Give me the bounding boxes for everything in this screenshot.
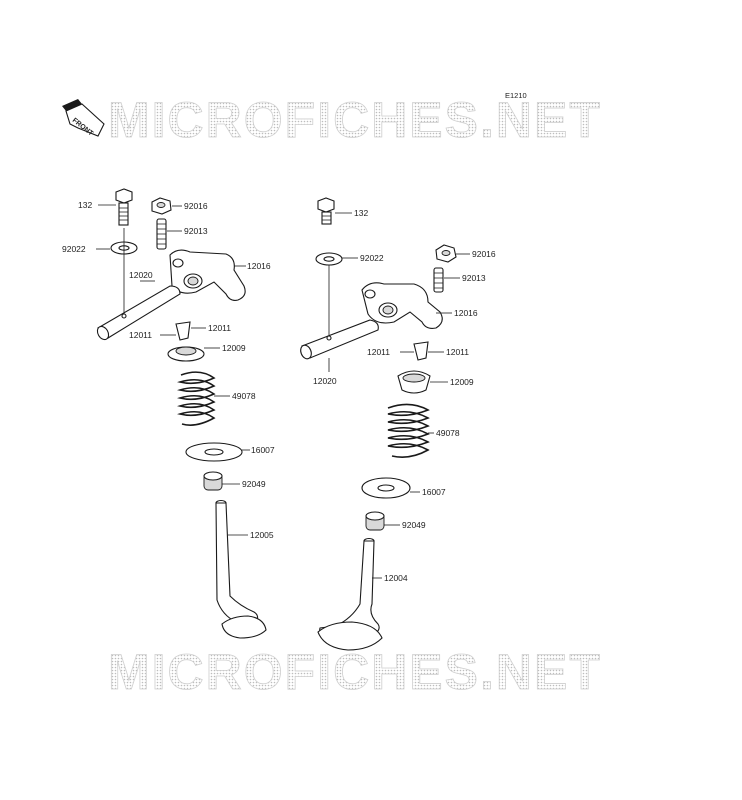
label-left-bolt: 132 [78,200,92,210]
label-right-bolt: 132 [354,208,368,218]
right-nut [435,244,470,263]
label-left-spring-seat: 16007 [251,445,275,455]
label-right-retainer: 12009 [450,377,474,387]
left-spring-seat [185,442,250,462]
label-right-collet-left: 12011 [367,347,390,357]
right-spring-seat [361,477,420,499]
right-collets [400,341,444,361]
label-left-adjuster: 92013 [184,226,208,236]
label-left-collet-right: 12011 [208,323,231,333]
label-right-nut: 92016 [472,249,496,259]
left-bolt [98,188,133,226]
label-right-rocker-arm: 12016 [454,308,478,318]
left-assembly: 132 92016 92013 92022 [62,188,275,639]
left-shaft [96,228,181,341]
right-retainer [397,370,448,394]
label-right-adjuster: 92013 [462,273,486,283]
left-spring [176,371,230,426]
label-right-spring: 49078 [436,428,460,438]
left-retainer [167,346,220,362]
right-washer [315,252,358,266]
label-right-washer: 92022 [360,253,384,263]
right-assembly: 132 92022 92016 92013 [300,197,496,651]
left-seal [203,471,240,491]
right-shaft [300,265,379,372]
left-collet-right [175,321,206,341]
label-left-washer: 92022 [62,244,86,254]
diagram-code: E1210 [505,91,527,100]
left-nut [151,197,182,215]
right-rocker-arm [361,282,452,329]
left-valve [215,499,267,639]
label-right-shaft: 12020 [313,376,337,386]
label-left-seal: 92049 [242,479,266,489]
front-arrow-icon: FRONT [62,99,105,138]
label-left-retainer: 12009 [222,343,246,353]
label-right-spring-seat: 16007 [422,487,446,497]
left-adjuster [156,218,182,250]
label-right-seal: 92049 [402,520,426,530]
right-bolt [317,197,352,225]
label-right-valve: 12004 [384,573,408,583]
right-valve [317,537,383,651]
label-left-nut: 92016 [184,201,208,211]
label-left-shaft: 12020 [129,270,153,280]
watermark-top: MICROFICHES.NET [108,92,602,148]
label-left-valve: 12005 [250,530,274,540]
left-washer [96,241,138,255]
label-left-collet-left: 12011 [129,330,152,340]
right-seal [365,511,400,531]
label-right-collet-right: 12011 [446,347,469,357]
label-left-rocker-arm: 12016 [247,261,271,271]
right-adjuster [433,267,460,293]
left-rocker-arm [169,249,246,301]
label-left-spring: 49078 [232,391,256,401]
watermark-bottom: MICROFICHES.NET [108,644,602,700]
right-spring [387,403,434,458]
